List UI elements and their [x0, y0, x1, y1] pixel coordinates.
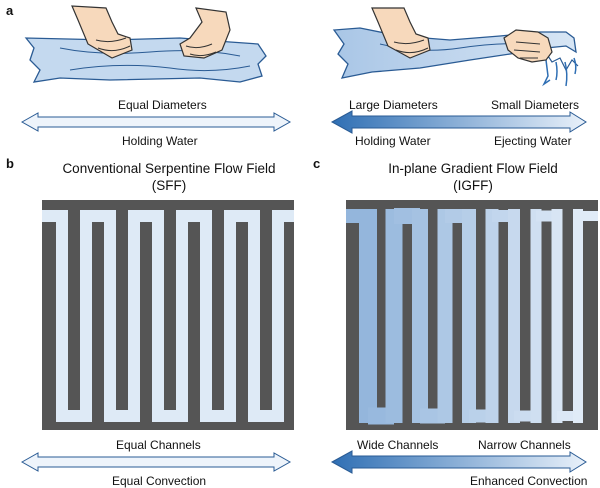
holding-water-label-right: Holding Water: [355, 134, 431, 148]
igff-title-line1: In-plane Gradient Flow Field: [388, 161, 558, 176]
left-hand-icon-right-panel: [371, 7, 431, 59]
right-hand-icon-right-panel: [503, 29, 553, 63]
small-diameters-label: Small Diameters: [491, 98, 580, 112]
sff-title: Conventional Serpentine Flow Field (SFF): [30, 160, 308, 194]
sff-title-line2: (SFF): [151, 178, 187, 193]
igff-plate: [346, 200, 598, 430]
wide-narrow-channels-arrow: [330, 450, 587, 474]
holding-water-label-left: Holding Water: [122, 134, 198, 148]
panel-letter-b: b: [6, 156, 14, 171]
sff-title-line1: Conventional Serpentine Flow Field: [62, 161, 276, 176]
panel-letter-c: c: [313, 156, 321, 171]
water-drops-icon: [542, 57, 577, 87]
towel-illustration-left: [24, 37, 267, 83]
equal-channels-label: Equal Channels: [116, 438, 201, 452]
large-diameters-label: Large Diameters: [349, 98, 438, 112]
ejecting-water-label: Ejecting Water: [494, 134, 572, 148]
equal-diameters-arrow: [20, 112, 292, 132]
left-hand-icon: [71, 5, 133, 59]
equal-channels-arrow: [20, 452, 292, 472]
gradient-diameters-arrow: [330, 110, 587, 134]
enhanced-convection-label: Enhanced Convection: [470, 474, 588, 488]
igff-title-line2: (IGFF): [453, 178, 493, 193]
igff-title: In-plane Gradient Flow Field (IGFF): [334, 160, 600, 194]
panel-letter-a: a: [6, 3, 14, 18]
sff-plate: [42, 200, 294, 430]
equal-convection-label: Equal Convection: [112, 474, 207, 488]
equal-diameters-label: Equal Diameters: [118, 98, 207, 112]
right-hand-icon: [179, 7, 231, 59]
narrow-channels-label: Narrow Channels: [478, 438, 571, 452]
wide-channels-label: Wide Channels: [357, 438, 439, 452]
